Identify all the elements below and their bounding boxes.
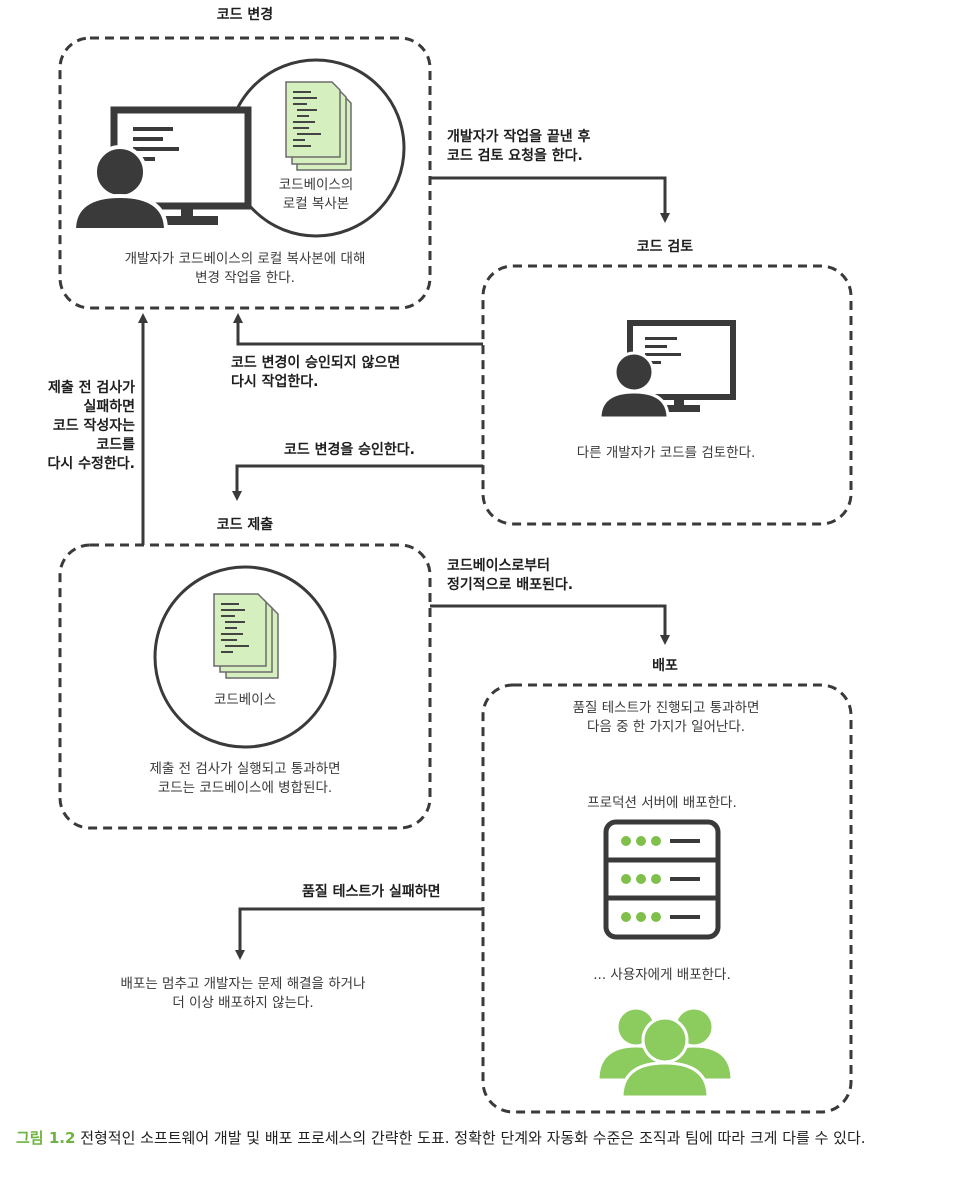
arrow-to-review — [430, 176, 670, 223]
arrow-approve — [232, 464, 483, 501]
deploy-intro: 품질 테스트가 진행되고 통과하면 다음 중 한 가지가 일어난다. — [572, 700, 760, 735]
reviewer-monitor-icon — [598, 320, 736, 420]
deploy-box — [481, 683, 853, 1114]
deploy-option-server: 프로덕션 서버에 배포한다. — [587, 795, 737, 811]
deploy-title: 배포 — [652, 658, 678, 674]
figure-caption: 그림 1.2 전형적인 소프트웨어 개발 및 배포 프로세스의 간략한 도표. … — [16, 1125, 956, 1152]
figure-number: 그림 1.2 — [16, 1129, 76, 1147]
code-change-description: 개발자가 코드베이스의 로컬 복사본에 대해 변경 작업을 한다. — [124, 251, 366, 286]
deploy-option-users: ... 사용자에게 배포한다. — [593, 967, 731, 983]
server-icon — [603, 819, 721, 940]
approve-label: 코드 변경을 승인한다. — [284, 442, 415, 458]
to-review-label: 개발자가 작업을 끝낸 후 코드 검토 요청을 한다. — [447, 129, 591, 164]
document-stack-icon — [285, 81, 352, 171]
code-change-title: 코드 변경 — [216, 7, 274, 23]
rework-label: 코드 변경이 승인되지 않으면 다시 작업한다. — [231, 355, 401, 390]
code-submit-title: 코드 제출 — [216, 517, 274, 533]
precheck-fail-label: 제출 전 검사가 실패하면 코드 작성자는 코드를 다시 수정한다. — [47, 380, 135, 472]
codebase-document-icon — [213, 593, 279, 679]
fail-outcome-description: 배포는 멈추고 개발자는 문제 해결을 하거나 더 이상 배포하지 않는다. — [120, 976, 366, 1011]
local-copy-label: 코드베이스의 로컬 복사본 — [278, 177, 354, 212]
figure-caption-text: 전형적인 소프트웨어 개발 및 배포 프로세스의 간략한 도표. 정확한 단계와… — [80, 1129, 866, 1147]
code-review-title: 코드 검토 — [636, 239, 694, 255]
regular-deploy-label: 코드베이스로부터 정기적으로 배포된다. — [447, 558, 574, 593]
code-submit-box — [58, 543, 432, 830]
users-group-icon — [596, 1006, 734, 1099]
developer-monitor-icon — [71, 106, 252, 232]
arrow-regular-deploy — [430, 604, 670, 645]
code-review-box — [481, 264, 853, 526]
arrow-quality-fail — [235, 907, 483, 960]
quality-fail-label: 품질 테스트가 실패하면 — [302, 884, 441, 900]
codebase-label: 코드베이스 — [213, 692, 277, 708]
code-submit-description: 제출 전 검사가 실행되고 통과하면 코드는 코드베이스에 병합된다. — [149, 761, 341, 796]
code-review-description: 다른 개발자가 코드를 검토한다. — [576, 445, 756, 461]
code-change-box — [58, 36, 432, 310]
arrow-rework — [233, 313, 483, 346]
